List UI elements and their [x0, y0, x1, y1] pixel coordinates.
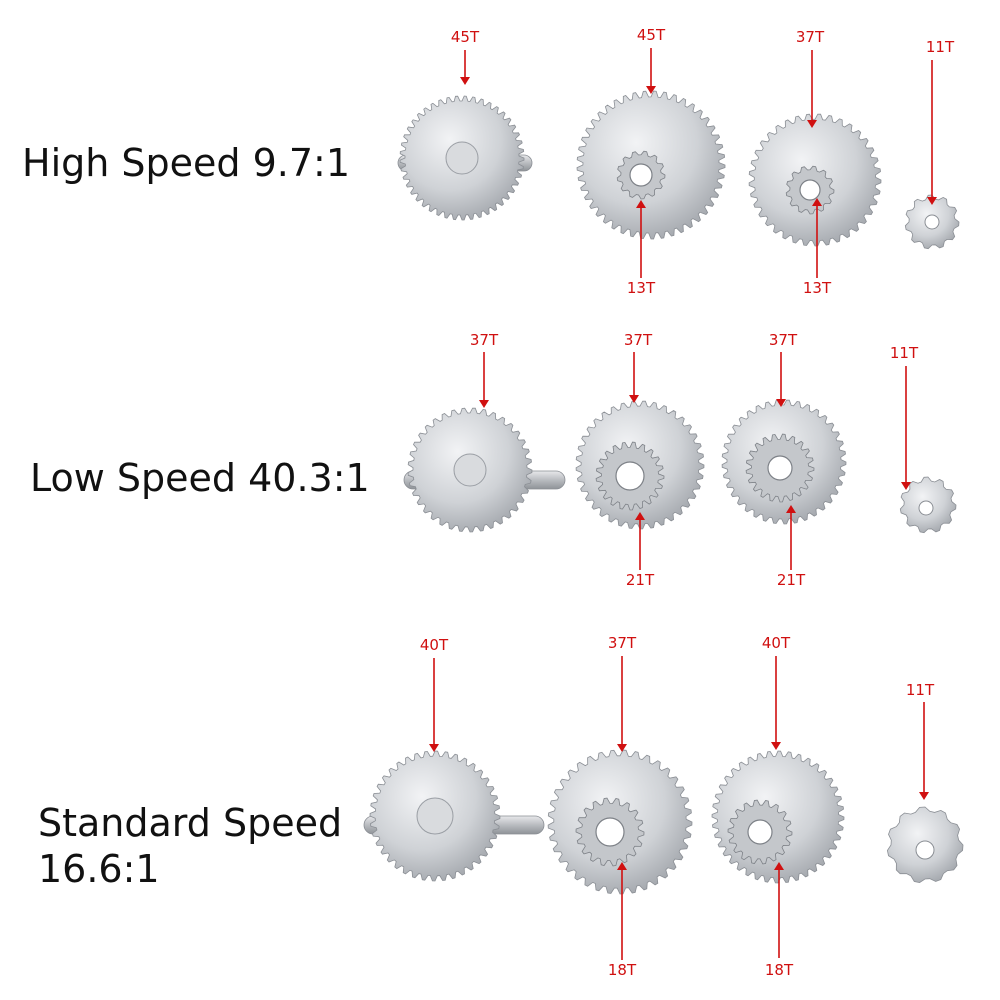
arrow-set0-gear1-bottom-head	[636, 200, 646, 208]
standard-speed-title: Standard Speed 16.6:1	[38, 800, 358, 892]
arrow-set1-gear3-top-head	[901, 482, 911, 490]
gears-layer	[363, 90, 964, 895]
labels-layer: 45T 45T 13T 37T 13T 11T 37T 37T 21T 37T 21T 11T 40T 3…	[420, 26, 955, 979]
arrow-set1-gear0-top-head	[479, 400, 489, 408]
arrow-set1-gear1-top-head	[629, 395, 639, 403]
label-set0-gear1-top: 45T	[637, 26, 666, 44]
high-gear-2	[576, 90, 726, 240]
label-set1-gear2-top: 37T	[769, 331, 798, 349]
label-set2-gear1-bottom: 18T	[608, 961, 637, 979]
label-set2-gear2-bottom: 18T	[765, 961, 794, 979]
arrow-set2-gear1-top-head	[617, 744, 627, 752]
arrow-set1-gear1-bottom-head	[635, 512, 645, 520]
label-set0-gear1-bottom: 13T	[627, 279, 656, 297]
low-gear-3	[721, 399, 847, 525]
high-speed-title: High Speed 9.7:1	[22, 141, 351, 185]
high-gear-1	[399, 95, 525, 221]
std-gear-3	[711, 750, 845, 884]
arrow-set0-gear2-bottom-head	[812, 198, 822, 206]
std-gear-4	[886, 806, 964, 884]
std-gear-1	[369, 750, 501, 882]
label-set2-gear0-top: 40T	[420, 636, 449, 654]
std-gear-2	[547, 749, 693, 895]
label-set1-gear1-top: 37T	[624, 331, 653, 349]
label-set0-gear2-top: 37T	[796, 28, 825, 46]
standard-speed-title-line2: 16.6:1	[38, 847, 160, 891]
label-set2-gear3-top: 11T	[906, 681, 935, 699]
low-speed-title: Low Speed 40.3:1	[30, 456, 370, 500]
label-set1-gear2-bottom: 21T	[777, 571, 806, 589]
arrow-set2-gear2-bottom-head	[774, 862, 784, 870]
arrow-set2-gear1-bottom-head	[617, 862, 627, 870]
standard-speed-title-line1: Standard Speed	[38, 801, 343, 845]
arrow-set2-gear0-top-head	[429, 744, 439, 752]
label-set1-gear3-top: 11T	[890, 344, 919, 362]
label-set0-gear3-top: 11T	[926, 38, 955, 56]
arrow-set0-gear2-top-head	[807, 120, 817, 128]
label-set2-gear2-top: 40T	[762, 634, 791, 652]
label-set1-gear0-top: 37T	[470, 331, 499, 349]
low-gear-1	[407, 407, 533, 533]
arrow-set2-gear3-top-head	[919, 792, 929, 800]
arrow-set0-gear1-top-head	[646, 86, 656, 94]
label-set0-gear0-top: 45T	[451, 28, 480, 46]
arrow-set1-gear2-top-head	[776, 399, 786, 407]
high-gear-3	[748, 113, 882, 247]
arrow-set2-gear2-top-head	[771, 742, 781, 750]
arrow-set0-gear0-top-head	[460, 77, 470, 85]
low-gear-2	[575, 400, 705, 530]
high-gear-4	[904, 194, 960, 250]
arrow-set1-gear2-bottom-head	[786, 505, 796, 513]
arrow-set0-gear3-top-head	[927, 197, 937, 205]
label-set2-gear1-top: 37T	[608, 634, 637, 652]
label-set0-gear2-bottom: 13T	[803, 279, 832, 297]
label-set1-gear1-bottom: 21T	[626, 571, 655, 589]
low-gear-4	[899, 476, 957, 534]
